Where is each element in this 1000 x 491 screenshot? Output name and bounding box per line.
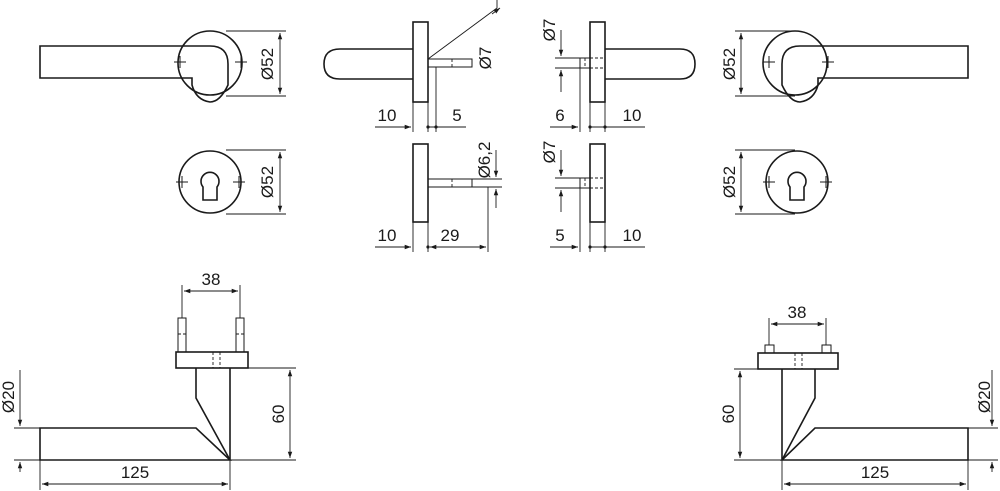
- dim-front-right-length: 125: [861, 463, 889, 482]
- fixing-cross-icon: [176, 176, 245, 188]
- dim-side-right-pin: 6: [555, 106, 564, 125]
- dim-front-left-length: 125: [121, 463, 149, 482]
- dim-side-right-bottom-pin-dia: Ø7: [540, 141, 559, 164]
- dim-escutcheon-left: Ø52: [258, 166, 277, 198]
- dim-front-right-height: 60: [719, 405, 738, 424]
- dim-side-right-pin-dia: Ø7: [540, 19, 559, 42]
- dim-side-right-flange: 10: [623, 106, 642, 125]
- escutcheon-front-right: Ø52: [720, 149, 832, 215]
- fixing-cross-icon: [763, 56, 834, 68]
- side-view-left-bottom: Ø6,2 10 29: [375, 142, 502, 252]
- side-view-right-top: Ø7 6 10: [540, 19, 696, 132]
- dim-front-right-lever-dia: Ø20: [975, 381, 994, 413]
- dim-side-left-pin: 5: [452, 106, 461, 125]
- dim-side-left-bottom-flange: 10: [378, 226, 397, 245]
- dim-front-left-lever-dia: Ø20: [0, 381, 18, 413]
- dim-side-right-bottom-flange: 10: [623, 226, 642, 245]
- fixing-cross-icon: [174, 56, 247, 68]
- dim-front-right-spacing: 38: [788, 303, 807, 322]
- lever-rosette-front-right: Ø52: [720, 30, 969, 103]
- lever-rosette-front-left: Ø52: [39, 30, 286, 103]
- dim-front-left-spacing: 38: [202, 270, 221, 289]
- dim-side-left-flange: 10: [378, 106, 397, 125]
- escutcheon-front-left: Ø52: [176, 149, 286, 215]
- dim-rosette-top-left: Ø52: [258, 48, 277, 80]
- side-view-left-top: Ø7 10 5: [323, 0, 501, 132]
- side-view-right-bottom: Ø7 5 10: [540, 141, 645, 252]
- lever-side-left: 38 Ø20 60 125: [0, 270, 296, 490]
- fixing-cross-icon: [763, 176, 832, 188]
- dim-rosette-top-right: Ø52: [720, 48, 739, 80]
- lever-side-right: 38 60 Ø20 125: [719, 303, 998, 490]
- dim-side-left-bolt-dia: Ø6,2: [475, 142, 494, 179]
- dim-side-left-bottom-bolt: 29: [441, 226, 460, 245]
- dim-front-left-height: 60: [269, 405, 288, 424]
- dim-escutcheon-right: Ø52: [720, 166, 739, 198]
- dim-side-right-bottom-pin: 5: [555, 226, 564, 245]
- dim-side-left-pin-dia: Ø7: [476, 47, 495, 70]
